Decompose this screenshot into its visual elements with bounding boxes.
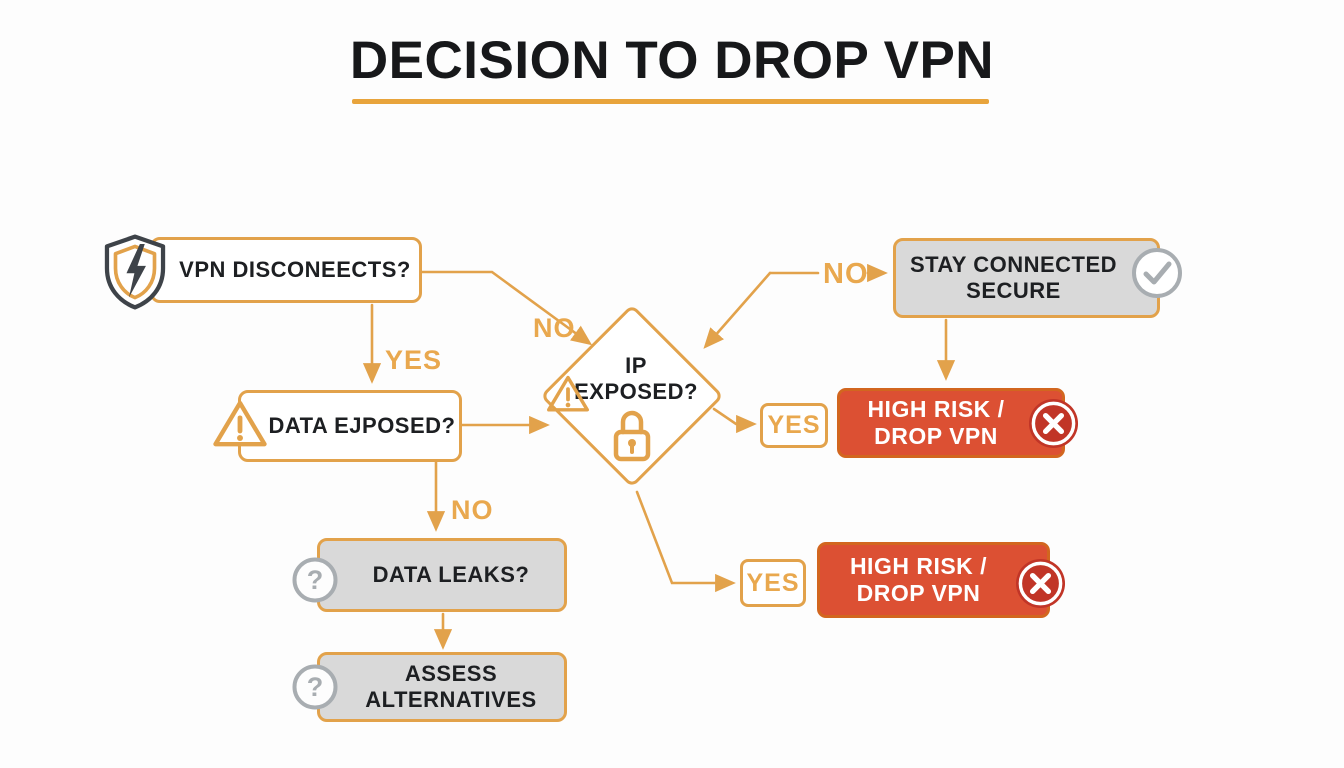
title-underline (352, 99, 989, 104)
node-stay-connected-line1: STAY CONNECTED (909, 252, 1118, 278)
svg-text:?: ? (307, 565, 324, 595)
node-high-risk-bottom-line2: DROP VPN (856, 580, 981, 606)
x-circle-icon (1028, 398, 1079, 449)
x-circle-icon (1015, 558, 1066, 609)
node-data-exposed-label: DATA EJPOSED? (268, 413, 456, 439)
node-ip-exposed-label: IP EXPOSED? (556, 353, 716, 406)
padlock-icon (613, 410, 651, 462)
broken-shield-icon (104, 234, 166, 310)
edge-ip-exposed-no-diagonal (703, 271, 772, 349)
node-vpn-disconnects: VPN DISCONEECTS? (150, 237, 422, 303)
warning-triangle-icon (213, 400, 267, 447)
node-assess-alternatives-line2: ALTERNATIVES (365, 687, 537, 712)
check-circle-icon (1132, 248, 1182, 298)
warning-triangle-icon (547, 375, 589, 412)
edge-label-box-yes-bottom: YES (740, 559, 806, 607)
edge-label-no-data-exposed: NO (451, 495, 494, 525)
edge-ip-exposed-to-yes-top (712, 407, 757, 434)
edge-label-yes-vpn: YES (385, 345, 443, 375)
node-ip-exposed-line1: IP (625, 353, 647, 378)
edge-label-no-vpn: NO (533, 313, 576, 343)
node-data-exposed: DATA EJPOSED? (238, 390, 462, 462)
question-circle-icon: ? (292, 557, 338, 603)
node-ip-exposed-line2: EXPOSED? (574, 379, 698, 405)
edge-vpn-to-ip-exposed (420, 270, 593, 346)
page-title: DECISION TO DROP VPN (349, 31, 995, 90)
node-high-risk-top: HIGH RISK / DROP VPN (837, 388, 1065, 458)
edge-label-box-yes-top: YES (760, 403, 828, 448)
node-assess-alternatives: ASSESS ALTERNATIVES (317, 652, 567, 722)
node-high-risk-top-line2: DROP VPN (874, 423, 998, 449)
edge-ip-exposed-to-yes-bottom (635, 490, 736, 593)
svg-text:?: ? (307, 672, 324, 702)
node-vpn-disconnects-label: VPN DISCONEECTS? (179, 257, 411, 283)
node-assess-alternatives-line1: ASSESS (404, 661, 498, 687)
node-data-leaks-label: DATA LEAKS? (372, 562, 530, 588)
node-data-leaks: DATA LEAKS? (317, 538, 567, 612)
node-high-risk-bottom-line1: HIGH RISK / (849, 552, 988, 579)
edge-label-no-ip: NO (823, 258, 869, 290)
question-circle-icon: ? (292, 664, 338, 710)
node-stay-connected: STAY CONNECTED SECURE (893, 238, 1160, 318)
node-stay-connected-line2: SECURE (966, 278, 1061, 303)
node-high-risk-top-line1: HIGH RISK / (867, 395, 1005, 422)
